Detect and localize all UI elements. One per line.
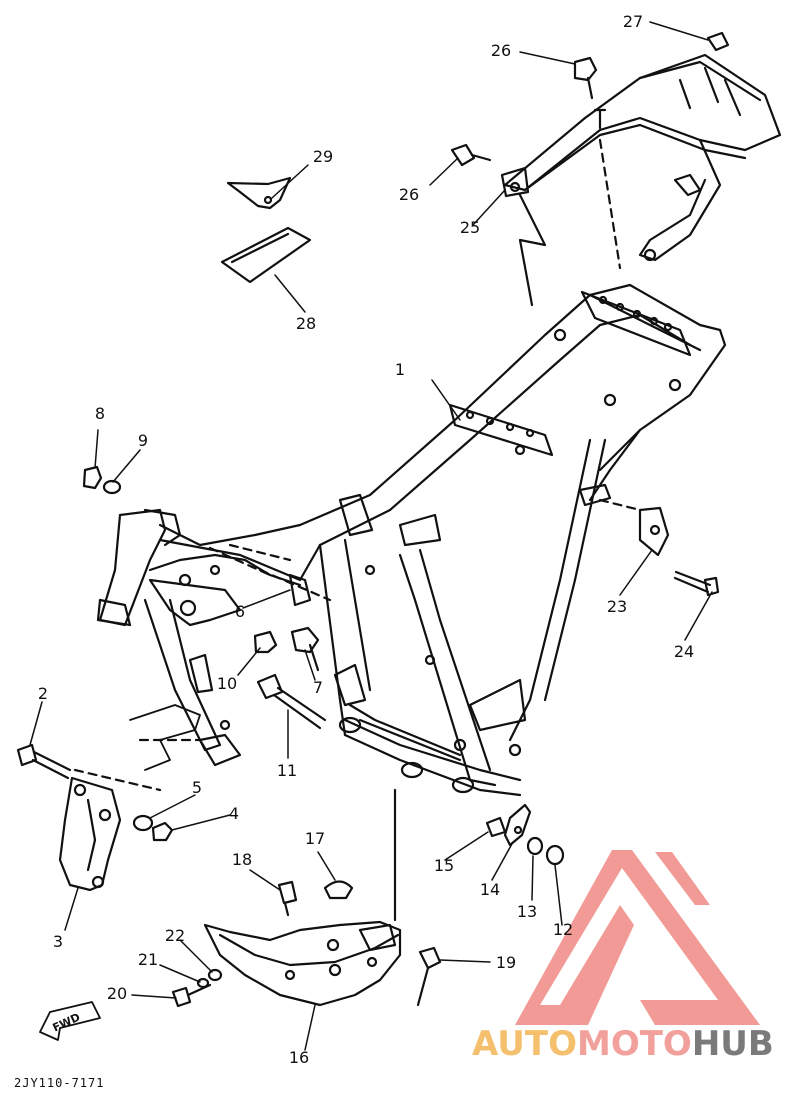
callout-19: 19 (495, 953, 517, 972)
callout-22: 22 (164, 926, 186, 945)
drawing-code: 2JY110-7171 (14, 1076, 105, 1090)
callout-17: 17 (304, 829, 326, 848)
callout-15: 15 (433, 856, 455, 875)
main-frame (73, 283, 727, 922)
callout-14: 14 (479, 880, 501, 899)
callout-16: 16 (288, 1048, 310, 1067)
mount-outline (129, 704, 201, 771)
fwd-arrow-icon (39, 1001, 101, 1041)
callout-23: 23 (606, 597, 628, 616)
callout-7: 7 (312, 678, 324, 697)
callout-10: 10 (216, 674, 238, 693)
skid-plate (203, 920, 402, 1007)
watermark-part-auto: AUTO (472, 1024, 577, 1064)
callout-28: 28 (295, 314, 317, 333)
callout-3: 3 (52, 932, 64, 951)
callout-29: 29 (312, 147, 334, 166)
callout-26-lower: 26 (398, 185, 420, 204)
callout-1: 1 (394, 360, 406, 379)
callout-20: 20 (106, 984, 128, 1003)
watermark-part-moto: MOTO (576, 1024, 692, 1064)
watermark-part-hub: HUB (691, 1024, 774, 1064)
engine-bracket-left (58, 776, 122, 892)
callout-18: 18 (231, 850, 253, 869)
callout-11: 11 (276, 761, 298, 780)
callout-24: 24 (673, 642, 695, 661)
callout-4: 4 (228, 804, 240, 823)
callout-9: 9 (137, 431, 149, 450)
watermark-text: AUTOMOTOHUB (472, 1027, 774, 1061)
callout-12: 12 (552, 920, 574, 939)
fasteners (16, 31, 730, 1008)
callout-2: 2 (37, 684, 49, 703)
callout-21: 21 (137, 950, 159, 969)
callout-27: 27 (622, 12, 644, 31)
leader-lines (29, 21, 713, 1051)
callout-5: 5 (191, 778, 203, 797)
rear-subframe (503, 53, 782, 307)
callout-26-upper: 26 (490, 41, 512, 60)
callout-8: 8 (94, 404, 106, 423)
callout-6: 6 (234, 602, 246, 621)
watermark-logo-icon (515, 850, 760, 1025)
callout-25: 25 (459, 218, 481, 237)
callout-13: 13 (516, 902, 538, 921)
